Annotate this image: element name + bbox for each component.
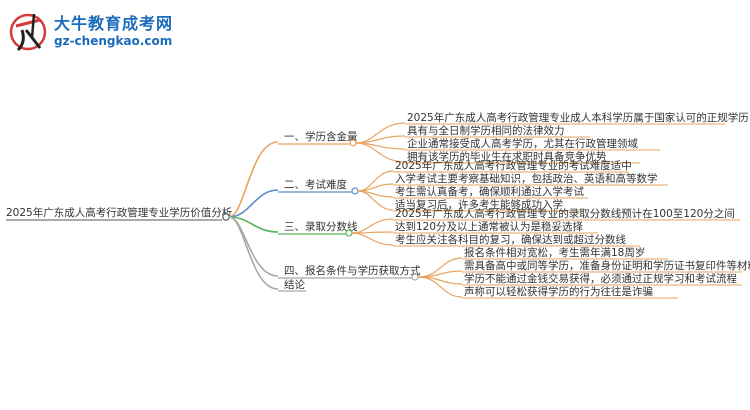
branch-5-label: 结论: [284, 278, 305, 291]
connector-branch-3: [228, 216, 279, 233]
branch-3-label: 三、录取分数线: [284, 220, 358, 233]
connector-branch-5: [228, 216, 279, 290]
branch-3: 三、录取分数线 2025年广东成人高考行政管理专业的录取分数线预计在100至12…: [278, 207, 740, 247]
branch-2-leaf-1: 2025年广东成人高考行政管理专业的考试难度适中: [395, 159, 632, 172]
branch-5: 结论: [278, 278, 306, 292]
branch-1-leaf-3: 企业通常接受成人高考学历，尤其在行政管理领域: [407, 137, 638, 150]
branch-3-leaf-2: 达到120分及以上通常被认为是稳妥选择: [395, 220, 584, 233]
connector-branch-1: [228, 141, 279, 218]
brand-logo-icon: [9, 13, 47, 52]
connector-branch-4: [228, 216, 279, 277]
branch-3-leaf-1: 2025年广东成人高考行政管理专业的录取分数线预计在100至120分之间: [395, 207, 735, 220]
branch-2-label: 二、考试难度: [284, 178, 347, 191]
branch-2-leaf-3: 考生需认真备考，确保顺利通过入学考试: [395, 185, 584, 198]
branch-3-leaf-3: 考生应关注各科目的复习，确保达到或超过分数线: [395, 233, 626, 246]
branch-2-leaf-4: 适当复习后，许多考生能够成功入学: [395, 198, 563, 211]
branch-2-leaf-2: 入学考试主要考察基础知识，包括政治、英语和高等数学: [395, 172, 658, 185]
branch-2: 二、考试难度 2025年广东成人高考行政管理专业的考试难度适中 入学考试主要考察…: [278, 159, 668, 212]
branch-1: 一、学历含金量 2025年广东成人高考行政管理专业成人本科学历属于国家认可的正规…: [278, 111, 749, 164]
brand-name: 大牛教育成考网: [54, 14, 174, 33]
brand-header: 大牛教育成考网 gz-chengkao.com: [8, 8, 198, 60]
branch-4-leaf-4: 声称可以轻松获得学历的行为往往是诈骗: [464, 285, 653, 298]
branch-4-leaf-2: 需具备高中或同等学历，准备身份证明和学历证书复印件等材料: [464, 259, 750, 272]
branch-1-leaf-2: 具有与全日制学历相同的法律效力: [407, 124, 565, 137]
branch-4-leaf-1: 报名条件相对宽松，考生需年满18周岁: [464, 246, 645, 259]
root-node: 2025年广东成人高考行政管理专业学历价值分析: [6, 206, 233, 221]
root-label: 2025年广东成人高考行政管理专业学历价值分析: [6, 206, 233, 219]
branch-1-leaf-4: 拥有该学历的毕业生在求职时具备竞争优势: [407, 150, 607, 163]
connector-branch-2: [228, 189, 279, 218]
branch-4-leaf-3: 学历不能通过金钱交易获得，必须通过正规学习和考试流程: [464, 272, 737, 285]
branch-1-leaf-1: 2025年广东成人高考行政管理专业成人本科学历属于国家认可的正规学历: [407, 111, 749, 124]
branch-1-label: 一、学历含金量: [284, 130, 358, 143]
branch-4: 四、报名条件与学历获取方式 报名条件相对宽松，考生需年满18周岁 需具备高中或同…: [278, 246, 750, 299]
brand-url: gz-chengkao.com: [54, 34, 173, 48]
branch-4-label: 四、报名条件与学历获取方式: [284, 264, 421, 277]
